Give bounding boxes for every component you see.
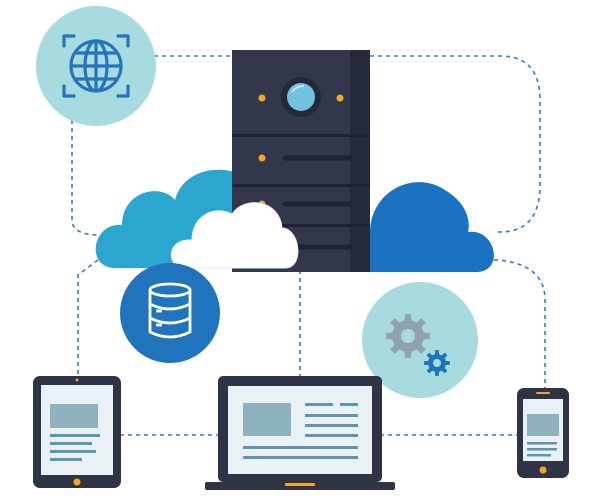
- smartphone-icon: [517, 388, 569, 478]
- server-icon: [232, 50, 370, 272]
- connector-globe-to-left-cloud: [71, 120, 101, 236]
- connector-right-cloud-to-phone: [469, 258, 546, 388]
- tablet-icon: [33, 376, 121, 488]
- gear-large-icon: [386, 314, 430, 358]
- cloud-white: [170, 202, 299, 269]
- globe-badge: [36, 6, 156, 126]
- laptop-icon: [205, 376, 395, 490]
- gears-badge: [362, 282, 478, 398]
- gears-icon: [386, 314, 450, 376]
- connector-left-cloud-to-tablet: [77, 259, 99, 377]
- database-icon: [148, 282, 192, 339]
- connector-server-to-right: [370, 55, 541, 233]
- gear-small-icon: [424, 350, 450, 376]
- database-badge: [120, 263, 220, 363]
- globe-icon: [62, 34, 130, 98]
